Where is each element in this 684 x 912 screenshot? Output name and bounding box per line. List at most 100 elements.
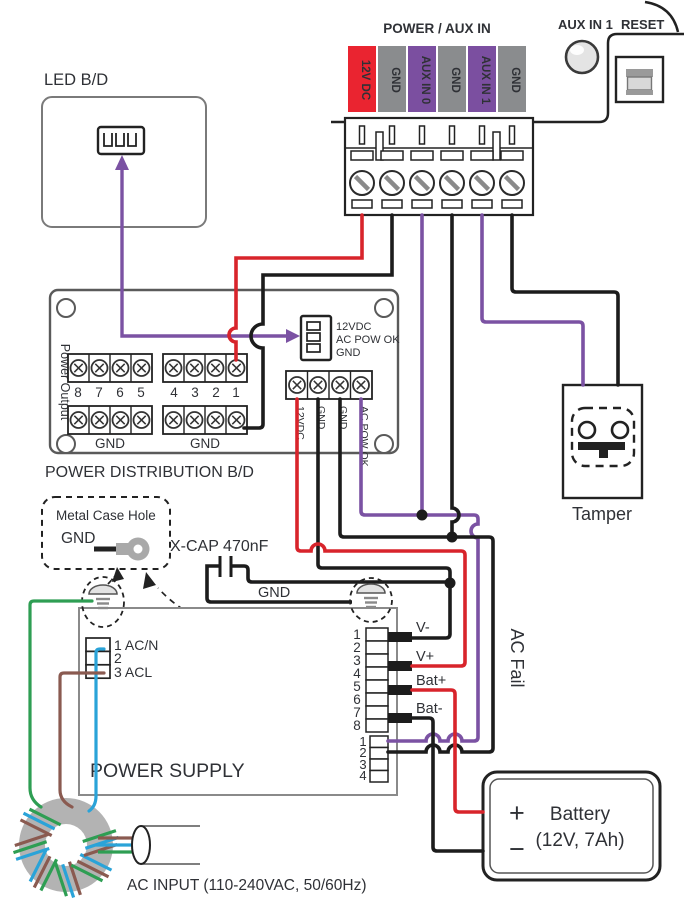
- junction-aux0-acpowok: [416, 509, 428, 521]
- aux-in-1-label: AUX IN 1: [558, 17, 613, 32]
- battery-plus: +: [509, 798, 525, 828]
- psu-ac-terminal: 1 AC/N 2 3 ACL: [85, 637, 158, 680]
- arrow-to-led-bd: [115, 155, 129, 170]
- screw-highlight-circle: [349, 577, 393, 623]
- terminal-number: 8: [74, 385, 82, 400]
- wire-aux-in-1-tamper: [480, 213, 585, 387]
- wire-bat-plus: [410, 688, 485, 814]
- gnd-label: GND: [95, 436, 125, 451]
- arrow-head: [143, 572, 156, 589]
- terminal-number: 1: [232, 385, 240, 400]
- strip-aux-in-1: AUX IN 1: [468, 46, 496, 112]
- wire-ac-neutral-blue: [87, 647, 106, 813]
- strip-gnd-3: GND: [498, 46, 526, 112]
- screw-terminal: [440, 171, 464, 195]
- pin-number: 2: [353, 640, 361, 655]
- cable-sheath-opening: [131, 825, 151, 865]
- output-terminals-8-5: 8 7 6 5: [67, 353, 153, 400]
- led-bd-title: LED B/D: [44, 71, 108, 89]
- aux-led-indicator: [564, 39, 600, 75]
- ring-terminal-icon: [94, 537, 150, 561]
- strip-label: 12V DC: [359, 60, 371, 100]
- battery-spec: (12V, 7Ah): [535, 830, 624, 851]
- pin-number: 4: [353, 666, 361, 681]
- wire-xcap-to-chassis: [205, 564, 352, 604]
- terminal-connector: [343, 116, 535, 217]
- device-case-outline: [331, 0, 684, 124]
- ac-terminal-label: 2: [114, 650, 122, 666]
- strip-label: AUX IN 0: [419, 56, 431, 105]
- pin-number: 4: [359, 768, 366, 783]
- battery: + − Battery (12V, 7Ah): [481, 770, 662, 882]
- power-aux-terminal-strip: POWER / AUX IN 12V DC GND AUX IN 0 GND A…: [343, 17, 665, 217]
- strip-label: GND: [389, 67, 401, 93]
- xcap-label: X-CAP 470nF: [170, 538, 269, 555]
- junction-gnd-xcap: [444, 577, 456, 589]
- mount-hole: [56, 298, 76, 318]
- chassis-screw-left: [87, 583, 119, 610]
- cable-led-bd: [120, 166, 290, 338]
- strip-12vdc: 12V DC: [348, 46, 376, 112]
- reset-button[interactable]: [614, 55, 665, 104]
- pin-number: 1: [359, 734, 366, 749]
- ac-input-toroid: [12, 798, 200, 899]
- pin-number: 3: [359, 757, 366, 772]
- terminal-number: 6: [116, 385, 124, 400]
- wire-12vdc-main: [227, 213, 364, 362]
- mount-hole: [374, 434, 394, 454]
- crimp-stub: [388, 661, 412, 671]
- terminal-number: 7: [95, 385, 103, 400]
- chassis-screw-right: [355, 582, 387, 609]
- strip-label: GND: [449, 67, 461, 93]
- mount-hole: [374, 298, 394, 318]
- tamper-label: Tamper: [572, 504, 632, 524]
- terminal-number: 5: [137, 385, 145, 400]
- power-distribution-board: Power Output 8 7 6 5 4 3 2 1: [48, 288, 400, 467]
- metal-case-gnd: GND: [61, 530, 95, 547]
- output-label-batplus: Bat+: [416, 673, 446, 689]
- wire-board-12vdc-to-vplus: [295, 397, 467, 668]
- dist-board-caption: POWER DISTRIBUTION B/D: [45, 464, 254, 481]
- screw-terminal: [350, 171, 374, 195]
- wire-ac-live-brown: [58, 671, 106, 809]
- strip-gnd-2: GND: [438, 46, 466, 112]
- strip-label: GND: [509, 67, 521, 93]
- junction-gnd2: [446, 531, 458, 543]
- psu-signal-connector: 1 2 3 4: [359, 734, 389, 783]
- gnd-terminals-left: GND: [67, 405, 153, 451]
- terminal-number: 3: [191, 385, 199, 400]
- wire-gnd-tamper: [510, 213, 620, 387]
- battery-name: Battery: [550, 804, 611, 825]
- pin-number: 3: [353, 653, 361, 668]
- screw-terminal: [470, 171, 494, 195]
- metal-case-hole: Metal Case Hole GND: [41, 496, 353, 636]
- ac-terminal-label: 1 AC/N: [114, 637, 158, 653]
- terminal-number: 4: [170, 385, 178, 400]
- mount-hole: [56, 434, 76, 454]
- ac-fail-label: AC Fail: [507, 628, 527, 687]
- led-bd: LED B/D: [41, 71, 207, 228]
- x-capacitor: X-CAP 470nF GND: [170, 538, 450, 604]
- output-label-vplus: V+: [416, 649, 434, 665]
- psu-output-connector: 1 2 3 4 5 6 7 8 V- V+ Bat+ Bat-: [353, 620, 446, 733]
- pin-number: 8: [353, 718, 361, 733]
- connector-pin-label: GND: [336, 347, 361, 359]
- output-label-batminus: Bat-: [416, 701, 443, 717]
- arrow-to-board-connector: [286, 329, 300, 343]
- crimp-stub: [388, 632, 412, 642]
- pin-number: 6: [353, 692, 361, 707]
- pin-number: 2: [359, 745, 366, 760]
- wire-ac-fail: [386, 213, 495, 754]
- strip-aux-in-0: AUX IN 0: [408, 46, 436, 112]
- screw-terminal: [380, 171, 404, 195]
- wire-ac-pow-ok: [359, 397, 480, 743]
- xcap-gnd-label: GND: [258, 585, 290, 601]
- ac-input-label: AC INPUT (110-240VAC, 50/60Hz): [127, 877, 367, 894]
- crimp-stub: [388, 685, 412, 695]
- wire-board-gnd2: [338, 397, 454, 539]
- pin-number: 1: [353, 627, 361, 642]
- pin-number: 7: [353, 705, 361, 720]
- reset-label: RESET: [621, 17, 664, 32]
